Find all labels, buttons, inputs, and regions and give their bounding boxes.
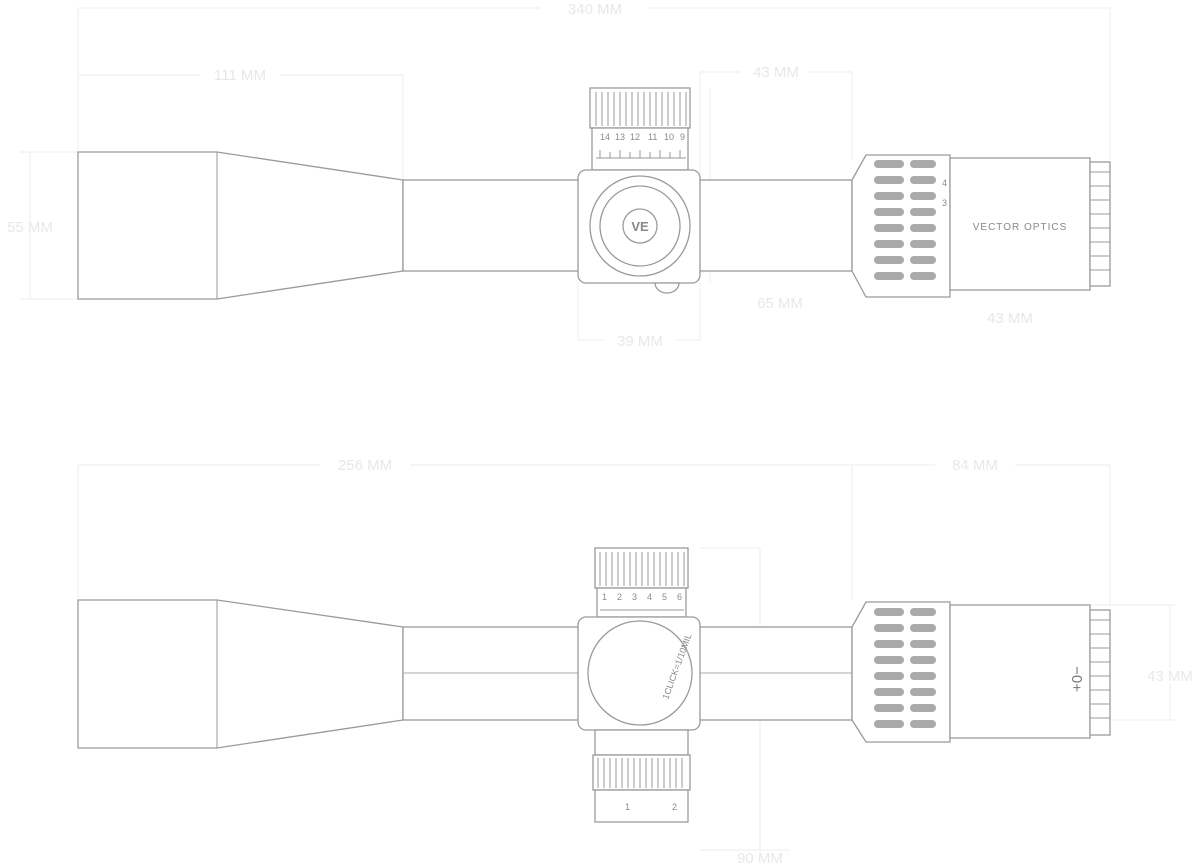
eyepiece-body (949, 604, 1091, 739)
rev-indicator (594, 789, 689, 823)
brand-logo-icon (622, 208, 658, 244)
side-view: 256 MM 84 MM 43 MM 90 MM 1 2 3 4 5 6 1CL… (77, 457, 1200, 866)
dim-turret-width: 39 MM (617, 333, 663, 350)
dim-eyepiece-diameter: 43 MM (1147, 668, 1193, 685)
scale-label: 13 (615, 132, 625, 142)
elevation-cap (589, 87, 691, 129)
scale-label: 6 (677, 592, 682, 602)
scale-label: 9 (680, 132, 685, 142)
dim-objective-diameter: 55 MM (7, 219, 53, 236)
dim-eyepiece-length: 84 MM (952, 457, 998, 474)
rev-mark: 2 (672, 802, 677, 812)
dim-turret-total-height: 90 MM (737, 850, 783, 866)
diopter-ring (1089, 161, 1111, 287)
dim-front-length: 256 MM (338, 457, 392, 474)
dimension-lines (77, 464, 1175, 851)
parallax-dial (587, 620, 693, 726)
mag-mark: 4 (942, 178, 947, 188)
objective-bell (77, 599, 404, 749)
scale-label: 4 (647, 592, 652, 602)
logo-mark: VE (631, 219, 649, 234)
lower-turret-knurl (592, 754, 691, 791)
diopter-ring (1089, 609, 1111, 736)
mag-mark: 3 (942, 198, 947, 208)
dim-overall-length: 340 MM (568, 1, 622, 18)
dim-turret-spacing: 43 MM (753, 64, 799, 81)
objective-bell (77, 151, 404, 300)
scale-label: 11 (648, 132, 657, 142)
scale-label: 10 (664, 132, 674, 142)
brand-label: VECTOR OPTICS (973, 222, 1068, 233)
rev-mark: 1 (625, 802, 630, 812)
top-view: 340 MM 111 MM 43 MM 55 MM 65 MM 39 MM 43… (7, 0, 1111, 350)
eyepiece-body (949, 157, 1091, 291)
dim-turret-height: 65 MM (757, 295, 803, 312)
elevation-scale (591, 127, 689, 171)
scale-label: 3 (632, 592, 637, 602)
scale-label: 5 (662, 592, 667, 602)
diopter-marks: +0− (1069, 666, 1086, 692)
dim-eyepiece-diameter: 43 MM (987, 310, 1033, 327)
scale-label: 14 (600, 132, 610, 142)
dim-objective-length: 111 MM (214, 67, 266, 84)
scale-label: 2 (617, 592, 622, 602)
windage-scale (596, 587, 687, 618)
scale-label: 1 (602, 592, 607, 602)
lower-turret-scale (594, 729, 689, 756)
scale-label: 12 (630, 132, 640, 142)
dimension-lines (20, 7, 1111, 341)
